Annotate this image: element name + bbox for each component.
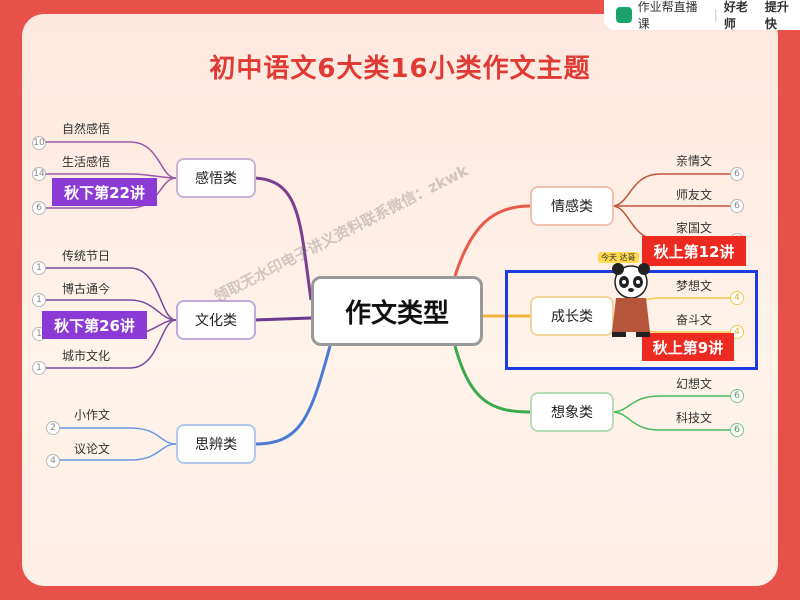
category-xiangxiang: 想象类 <box>530 392 614 432</box>
brand-bar: 作业帮直播课 | 好老师 提升快 <box>604 0 800 31</box>
leaf-badge: 6 <box>730 423 744 437</box>
brand-name: 作业帮直播课 <box>637 0 698 31</box>
leaf-mengxiang: 梦想文 <box>676 279 713 293</box>
leaf-badge: 1 <box>32 261 46 275</box>
leaf-badge: 6 <box>730 167 744 181</box>
lesson-tag-qinggan: 秋上第12讲 <box>642 236 746 266</box>
page-title: 初中语文6大类16小类作文主题 <box>209 54 591 84</box>
leaf-badge: 14 <box>32 167 46 181</box>
streamer-label: 今天 达哥 <box>598 252 639 263</box>
brand-separator: | <box>713 8 718 22</box>
leaf-chengshi: 城市文化 <box>62 349 111 363</box>
brand-slogan-2: 提升快 <box>764 0 789 31</box>
leaf-badge: 10 <box>32 136 46 150</box>
leaf-bogu: 博古通今 <box>62 282 111 296</box>
category-sibian: 思辨类 <box>176 424 256 464</box>
leaf-shenghuo: 生活感悟 <box>62 155 111 169</box>
leaf-fendou: 奋斗文 <box>676 313 713 327</box>
leaf-yilunwen: 议论文 <box>74 442 111 456</box>
leaf-badge: 4 <box>46 454 60 468</box>
leaf-badge: 6 <box>730 389 744 403</box>
leaf-huanxiang: 幻想文 <box>676 377 713 391</box>
leaf-xiaozuowen: 小作文 <box>74 408 111 422</box>
panda-mascot-icon <box>612 263 650 337</box>
lesson-tag-wenhua: 秋下第26讲 <box>42 311 147 339</box>
brand-logo-icon <box>616 7 632 23</box>
leaf-chuantong: 传统节日 <box>62 249 111 263</box>
leaf-qinqing: 亲情文 <box>676 154 713 168</box>
category-ganwu: 感悟类 <box>176 158 256 198</box>
category-wenhua: 文化类 <box>176 300 256 340</box>
center-node: 作文类型 <box>311 276 483 346</box>
leaf-badge: 6 <box>730 199 744 213</box>
leaf-shiyou: 师友文 <box>676 188 713 202</box>
leaf-badge: 4 <box>730 291 744 305</box>
leaf-badge: 1 <box>32 361 46 375</box>
brand-slogan-1: 好老师 <box>723 0 748 31</box>
leaf-badge: 2 <box>46 421 60 435</box>
category-qinggan: 情感类 <box>530 186 614 226</box>
leaf-badge: 1 <box>32 293 46 307</box>
category-chengzhang: 成长类 <box>530 296 614 336</box>
leaf-ziran: 自然感悟 <box>62 122 111 136</box>
leaf-badge: 6 <box>32 201 46 215</box>
leaf-jiaguo: 家国文 <box>676 221 713 235</box>
lesson-tag-chengzhang: 秋上第9讲 <box>642 333 734 361</box>
leaf-keji: 科技文 <box>676 411 713 425</box>
lesson-tag-ganwu: 秋下第22讲 <box>52 178 157 206</box>
